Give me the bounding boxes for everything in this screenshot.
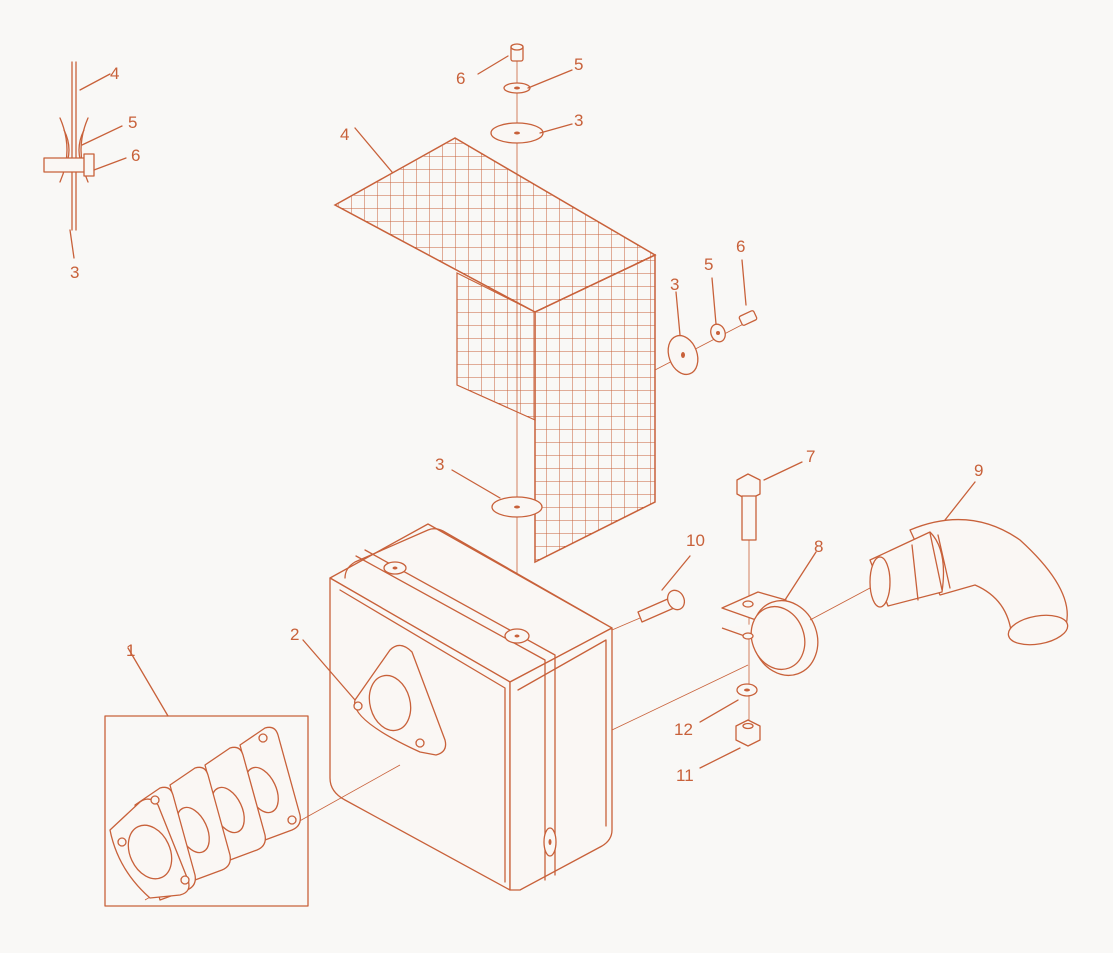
screw-label-10: 10: [686, 531, 705, 550]
clamp-8: [611, 551, 871, 731]
middle-washer: [451, 469, 543, 518]
washer-label-12: 12: [674, 720, 693, 739]
top-label-3: 3: [574, 111, 583, 130]
screen-label-4: 4: [340, 125, 349, 144]
inset-label-3: 3: [70, 263, 79, 282]
inset-label-4: 4: [110, 64, 119, 83]
elbow-pipe-9: [869, 481, 1069, 646]
inset-detail: [43, 61, 127, 259]
mid-label-3: 3: [435, 455, 444, 474]
nut-11: [699, 719, 761, 769]
inset-label-5: 5: [128, 113, 137, 132]
inset-label-6: 6: [131, 146, 140, 165]
top-label-5: 5: [574, 55, 583, 74]
side-label-6: 6: [736, 237, 745, 256]
bolt-label-7: 7: [806, 447, 815, 466]
bolt-7: [736, 461, 803, 740]
nut-label-11: 11: [676, 766, 694, 785]
gasket-set: [104, 647, 401, 907]
top-label-6: 6: [456, 69, 465, 88]
side-label-5: 5: [704, 255, 713, 274]
side-label-3: 3: [670, 275, 679, 294]
washer-12: [699, 683, 758, 723]
muffler-body: [302, 523, 613, 891]
clamp-label-8: 8: [814, 537, 823, 556]
screw-10: [611, 555, 691, 631]
flange-label-2: 2: [290, 625, 299, 644]
elbow-label-9: 9: [974, 461, 983, 480]
side-fastener-stack: [654, 259, 758, 376]
gasket-label-1: 1: [126, 641, 135, 660]
mesh-screen: [333, 127, 657, 564]
